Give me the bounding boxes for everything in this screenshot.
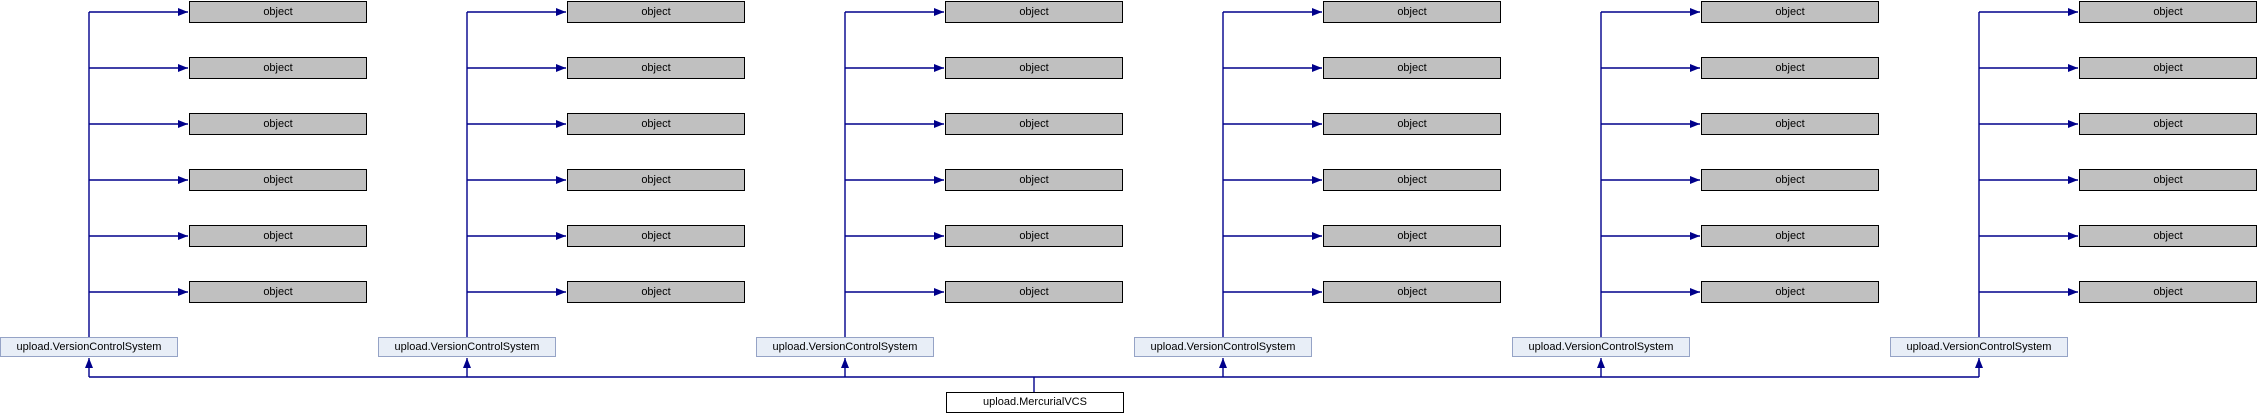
class-box-object[interactable]: object — [1701, 113, 1879, 135]
inheritance-column: object object object object object object uplo… — [378, 0, 746, 416]
class-box-object[interactable]: object — [1701, 1, 1879, 23]
edge-group — [85, 8, 2078, 392]
class-box-object[interactable]: object — [1323, 169, 1501, 191]
class-box-object[interactable]: object — [189, 1, 367, 23]
class-box-object[interactable]: object — [1701, 57, 1879, 79]
class-box-object[interactable]: object — [945, 281, 1123, 303]
inheritance-column: object object object object object object uplo… — [0, 0, 368, 416]
class-box-object[interactable]: object — [567, 57, 745, 79]
class-box-upload-versioncontrolsystem[interactable]: upload.VersionControlSystem — [0, 337, 178, 357]
class-box-upload-versioncontrolsystem[interactable]: upload.VersionControlSystem — [1134, 337, 1312, 357]
class-box-object[interactable]: object — [1323, 1, 1501, 23]
class-box-object[interactable]: object — [2079, 169, 2257, 191]
class-box-upload-versioncontrolsystem[interactable]: upload.VersionControlSystem — [756, 337, 934, 357]
class-box-object[interactable]: object — [1323, 281, 1501, 303]
class-box-object[interactable]: object — [2079, 113, 2257, 135]
class-box-object[interactable]: object — [567, 169, 745, 191]
class-box-upload-versioncontrolsystem[interactable]: upload.VersionControlSystem — [1512, 337, 1690, 357]
class-box-object[interactable]: object — [567, 113, 745, 135]
class-box-object[interactable]: object — [945, 1, 1123, 23]
class-box-object[interactable]: object — [567, 1, 745, 23]
inheritance-column: object object object object object object uplo… — [756, 0, 1124, 416]
class-box-object[interactable]: object — [189, 113, 367, 135]
class-box-object[interactable]: object — [1323, 113, 1501, 135]
class-box-object[interactable]: object — [567, 225, 745, 247]
class-box-object[interactable]: object — [1701, 281, 1879, 303]
inheritance-column: object object object object object object uplo… — [1134, 0, 1502, 416]
class-box-object[interactable]: object — [189, 225, 367, 247]
class-box-object[interactable]: object — [189, 281, 367, 303]
class-box-object[interactable]: object — [1701, 225, 1879, 247]
class-box-object[interactable]: object — [2079, 1, 2257, 23]
class-box-object[interactable]: object — [2079, 57, 2257, 79]
inheritance-column: object object object object object object uplo… — [1890, 0, 2258, 416]
class-box-object[interactable]: object — [1701, 169, 1879, 191]
class-box-upload-versioncontrolsystem[interactable]: upload.VersionControlSystem — [1890, 337, 2068, 357]
class-box-object[interactable]: object — [567, 281, 745, 303]
class-box-object[interactable]: object — [189, 57, 367, 79]
class-box-object[interactable]: object — [2079, 225, 2257, 247]
class-box-object[interactable]: object — [1323, 225, 1501, 247]
class-box-object[interactable]: object — [2079, 281, 2257, 303]
class-box-object[interactable]: object — [1323, 57, 1501, 79]
class-box-object[interactable]: object — [945, 169, 1123, 191]
class-box-upload-mercurialvcs[interactable]: upload.MercurialVCS — [946, 392, 1124, 413]
class-box-object[interactable]: object — [945, 57, 1123, 79]
inheritance-column: object object object object object object uplo… — [1512, 0, 1880, 416]
class-box-object[interactable]: object — [189, 169, 367, 191]
class-box-object[interactable]: object — [945, 113, 1123, 135]
class-box-upload-versioncontrolsystem[interactable]: upload.VersionControlSystem — [378, 337, 556, 357]
class-box-object[interactable]: object — [945, 225, 1123, 247]
